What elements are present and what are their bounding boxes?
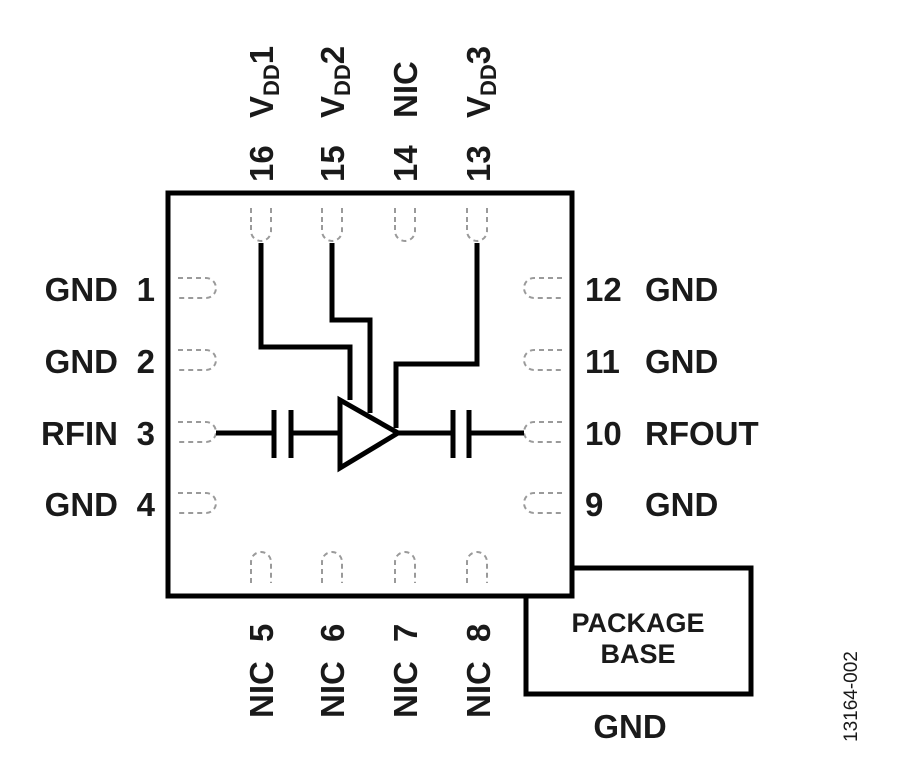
pad-4 xyxy=(178,492,217,514)
pad-1 xyxy=(178,277,217,299)
pin-6-name: NIC xyxy=(314,661,351,718)
pin-9-name: GND xyxy=(645,486,718,523)
pin-10-name: RFOUT xyxy=(645,415,759,452)
pin-13-number: 13 xyxy=(460,145,497,182)
vdd3-wire xyxy=(393,243,480,428)
pin-11-number: 11 xyxy=(585,343,620,380)
package-base-outline xyxy=(523,565,754,697)
pin-8-number: 8 xyxy=(460,624,497,642)
package-base-label-line1: PACKAGE xyxy=(571,608,704,638)
pin-16-number: 16 xyxy=(243,145,280,182)
left-pin-labels: GND 1 GND 2 RFIN 3 GND 4 xyxy=(41,271,156,523)
pad-11 xyxy=(523,349,562,371)
pin-10-number: 10 xyxy=(585,415,622,452)
pad-12 xyxy=(523,277,562,299)
pad-8 xyxy=(466,551,488,583)
pin-4-name: GND xyxy=(45,486,118,523)
pin-16-name: VDD1 xyxy=(243,46,284,118)
pin-2-name: GND xyxy=(45,343,118,380)
figure-id: 13164-002 xyxy=(841,651,862,742)
pin-6-number: 6 xyxy=(314,624,351,642)
pin-12-name: GND xyxy=(645,271,718,308)
pad-3 xyxy=(178,421,217,443)
pin-13-name: VDD3 xyxy=(460,46,501,118)
right-pads xyxy=(523,277,562,514)
pin-11-name: GND xyxy=(645,343,718,380)
pin-7-number: 7 xyxy=(387,624,424,642)
pad-10 xyxy=(523,421,562,443)
right-pin-labels: 12 GND 11 GND 10 RFOUT 9 GND xyxy=(585,271,759,523)
package-base-gnd-label: GND xyxy=(593,708,666,745)
pin-8-name: NIC xyxy=(460,661,497,718)
pin-14-name: NIC xyxy=(387,61,424,118)
pad-7 xyxy=(394,551,416,583)
pad-9 xyxy=(523,492,562,514)
vdd2-wire xyxy=(329,243,373,413)
bottom-pads xyxy=(250,551,488,583)
pad-2 xyxy=(178,349,217,371)
pin-3-name: RFIN xyxy=(41,415,118,452)
pin-1-number: 1 xyxy=(137,271,155,308)
pad-14 xyxy=(394,225,416,242)
pad-6 xyxy=(321,551,343,583)
pin-5-name: NIC xyxy=(243,661,280,718)
pad-5 xyxy=(250,551,272,583)
pin-14-number: 14 xyxy=(387,145,424,182)
pin-4-number: 4 xyxy=(137,486,156,523)
vdd1-wire xyxy=(258,243,353,400)
top-pads xyxy=(250,208,488,242)
pin-5-number: 5 xyxy=(243,624,280,642)
pin-7-name: NIC xyxy=(387,661,424,718)
pin-15-number: 15 xyxy=(314,145,351,182)
pin-3-number: 3 xyxy=(137,415,155,452)
pin-9-number: 9 xyxy=(585,486,603,523)
internal-wiring xyxy=(216,243,524,473)
pin-1-name: GND xyxy=(45,271,118,308)
package-base-label-line2: BASE xyxy=(600,639,675,669)
pad-16 xyxy=(250,225,272,242)
pin-12-number: 12 xyxy=(585,271,622,308)
top-pin-labels: 16 VDD1 15 VDD2 14 NIC 13 VDD3 xyxy=(243,46,501,182)
pad-13 xyxy=(466,225,488,242)
amplifier-triangle xyxy=(337,395,403,473)
left-pads xyxy=(178,277,217,514)
bottom-pin-labels: 5 NIC 6 NIC 7 NIC 8 NIC xyxy=(243,624,497,718)
pin-2-number: 2 xyxy=(137,343,155,380)
chip-body xyxy=(165,190,575,599)
pin-15-name: VDD2 xyxy=(314,46,355,118)
pad-15 xyxy=(321,225,343,242)
